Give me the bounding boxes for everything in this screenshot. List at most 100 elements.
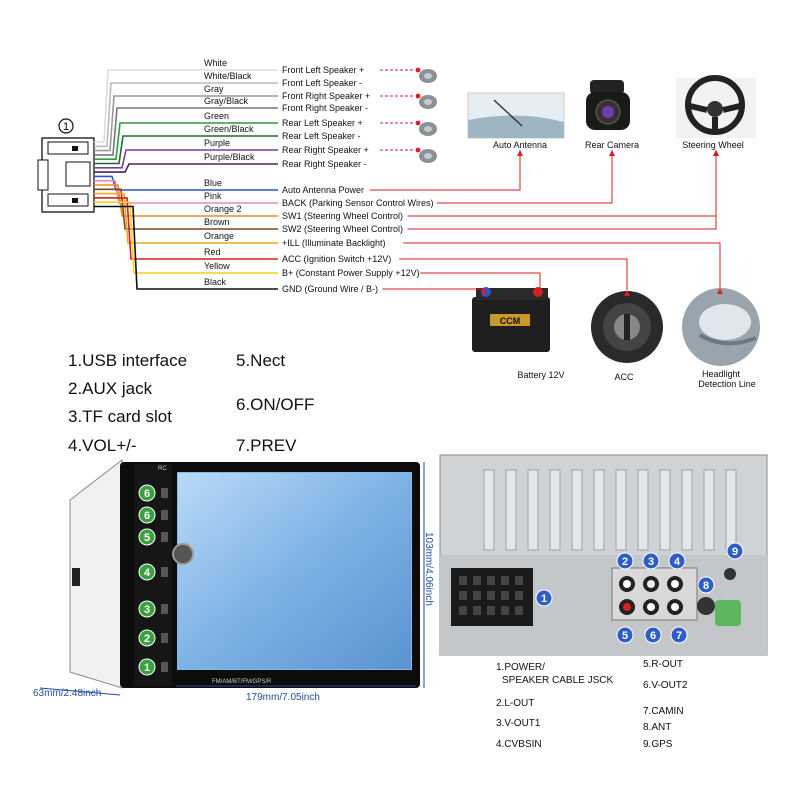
battery-illustration: CCM Battery 12V [472, 287, 565, 380]
feature-prev: 7.PREV [236, 436, 297, 455]
lead-line [407, 150, 717, 230]
headlight-label-2: Detection Line [698, 379, 756, 389]
port-legend-3: 3.V-OUT1 [496, 718, 541, 729]
feature-onoff: 6.ON/OFF [236, 395, 315, 414]
front-button-badge [138, 600, 156, 618]
feature-usb: 1.USB interface [68, 351, 188, 370]
front-button-badge [138, 506, 156, 524]
feature-tf: 3.TF card slot [68, 407, 172, 426]
wire-color-label: White [204, 58, 227, 68]
wire-color-label: Purple [204, 138, 230, 148]
rear-port-number: 7 [676, 630, 682, 642]
front-button-number: 3 [144, 604, 150, 616]
connector-number: 1 [63, 121, 69, 133]
rear-port-number: 5 [622, 630, 628, 642]
wire-function-label: SW2 (Steering Wheel Control) [282, 224, 403, 234]
battery-label: Battery 12V [517, 370, 564, 380]
rear-port-badge [668, 552, 686, 570]
volume-knob [172, 543, 194, 565]
wire-function-label: SW1 (Steering Wheel Control) [282, 211, 403, 221]
rear-port-badge [535, 589, 553, 607]
front-button-badge [138, 563, 156, 581]
lead-line [420, 272, 541, 288]
wire-function-label: +ILL (Illuminate Backlight) [282, 238, 385, 248]
lead-line [403, 242, 721, 288]
rear-camera-illustration: Rear Camera [585, 80, 639, 150]
wire-function-label: Auto Antenna Power [282, 185, 364, 195]
feature-vol: 4.VOL+/- [68, 436, 137, 455]
wire-line [94, 69, 278, 143]
gps-port [715, 600, 741, 626]
wire-line [94, 197, 278, 260]
port-legend-2: 2.L-OUT [496, 698, 535, 709]
front-unit-illustration: RC FM/AM/BT/FM/GPS/R [69, 458, 420, 689]
port-legend-8: 8.ANT [643, 722, 672, 733]
front-button-badge [138, 629, 156, 647]
wire-line [94, 201, 278, 274]
front-button[interactable] [161, 510, 168, 520]
wire-color-label: Brown [204, 217, 230, 227]
lead-line [399, 258, 628, 290]
wire-function-label: GND (Ground Wire / B-) [282, 284, 378, 294]
front-button[interactable] [161, 488, 168, 498]
steering-wheel-illustration: Steering Wheel [676, 75, 756, 150]
front-button[interactable] [161, 604, 168, 614]
wire-function-label: BACK (Parking Sensor Control Wires) [282, 198, 434, 208]
lead-line [437, 150, 613, 204]
auto-antenna-illustration: Auto Antenna [467, 92, 565, 150]
wire-line [94, 175, 278, 191]
front-button-badge [138, 528, 156, 546]
front-button[interactable] [161, 662, 168, 672]
wire-color-label: Orange 2 [204, 204, 242, 214]
wire-line [94, 188, 278, 230]
front-button[interactable] [161, 532, 168, 542]
port-legend-6: 6.V-OUT2 [643, 680, 688, 691]
lead-line [369, 150, 521, 191]
front-button[interactable] [161, 567, 168, 577]
wire-function-label: Front Right Speaker - [282, 103, 368, 113]
front-button[interactable] [161, 633, 168, 643]
port-legend-9: 9.GPS [643, 739, 673, 750]
front-button-badge [138, 658, 156, 676]
port-legend-1b: SPEAKER CABLE JSCK [502, 675, 614, 686]
front-button-number: 1 [144, 662, 150, 674]
front-button-badge [138, 484, 156, 502]
wire-color-label: Red [204, 247, 221, 257]
headlight-illustration: Headlight Detection Line [682, 288, 760, 389]
rear-port-number: 6 [650, 630, 656, 642]
battery-brand: CCM [500, 316, 521, 326]
wire-line [94, 135, 278, 165]
front-top-label: RC [158, 466, 167, 472]
wire-line [94, 192, 278, 244]
port-legend-5: 5.R-OUT [643, 659, 683, 670]
wire-function-label: Rear Left Speaker - [282, 131, 361, 141]
acc-label: ACC [614, 372, 634, 382]
wire-function-label: Front Right Speaker + [282, 91, 370, 101]
rear-port-badge [726, 542, 744, 560]
camera-label: Rear Camera [585, 140, 639, 150]
lead-line [382, 288, 485, 290]
wire-color-label: Gray [204, 84, 224, 94]
dim-width: 179mm/7.05inch [246, 692, 320, 703]
wire-color-label: Gray/Black [204, 96, 249, 106]
wire-function-label: Rear Right Speaker - [282, 159, 367, 169]
antenna-label: Auto Antenna [493, 140, 547, 150]
feature-aux: 2.AUX jack [68, 379, 153, 398]
wire-color-label: Purple/Black [204, 152, 255, 162]
rear-port-badge [644, 626, 662, 644]
rear-port-number: 4 [674, 556, 681, 568]
port-legend-4: 4.CVBSIN [496, 739, 542, 750]
wire-function-label: ACC (Ignition Switch +12V) [282, 254, 391, 264]
wire-line [94, 107, 278, 156]
front-button-number: 6 [144, 488, 150, 500]
port-legend-7: 7.CAMIN [643, 706, 684, 717]
rear-port-badge [670, 626, 688, 644]
feature-nect: 5.Nect [236, 351, 286, 370]
wire-line [94, 149, 278, 169]
dimension-lines: 63mm/2.48inch 179mm/7.05inch 103mm/4.06i… [33, 462, 434, 703]
front-button-number: 4 [144, 567, 151, 579]
rear-port-number: 8 [703, 580, 709, 592]
wire-color-label: White/Black [204, 71, 252, 81]
wire-color-label: Pink [204, 191, 222, 201]
